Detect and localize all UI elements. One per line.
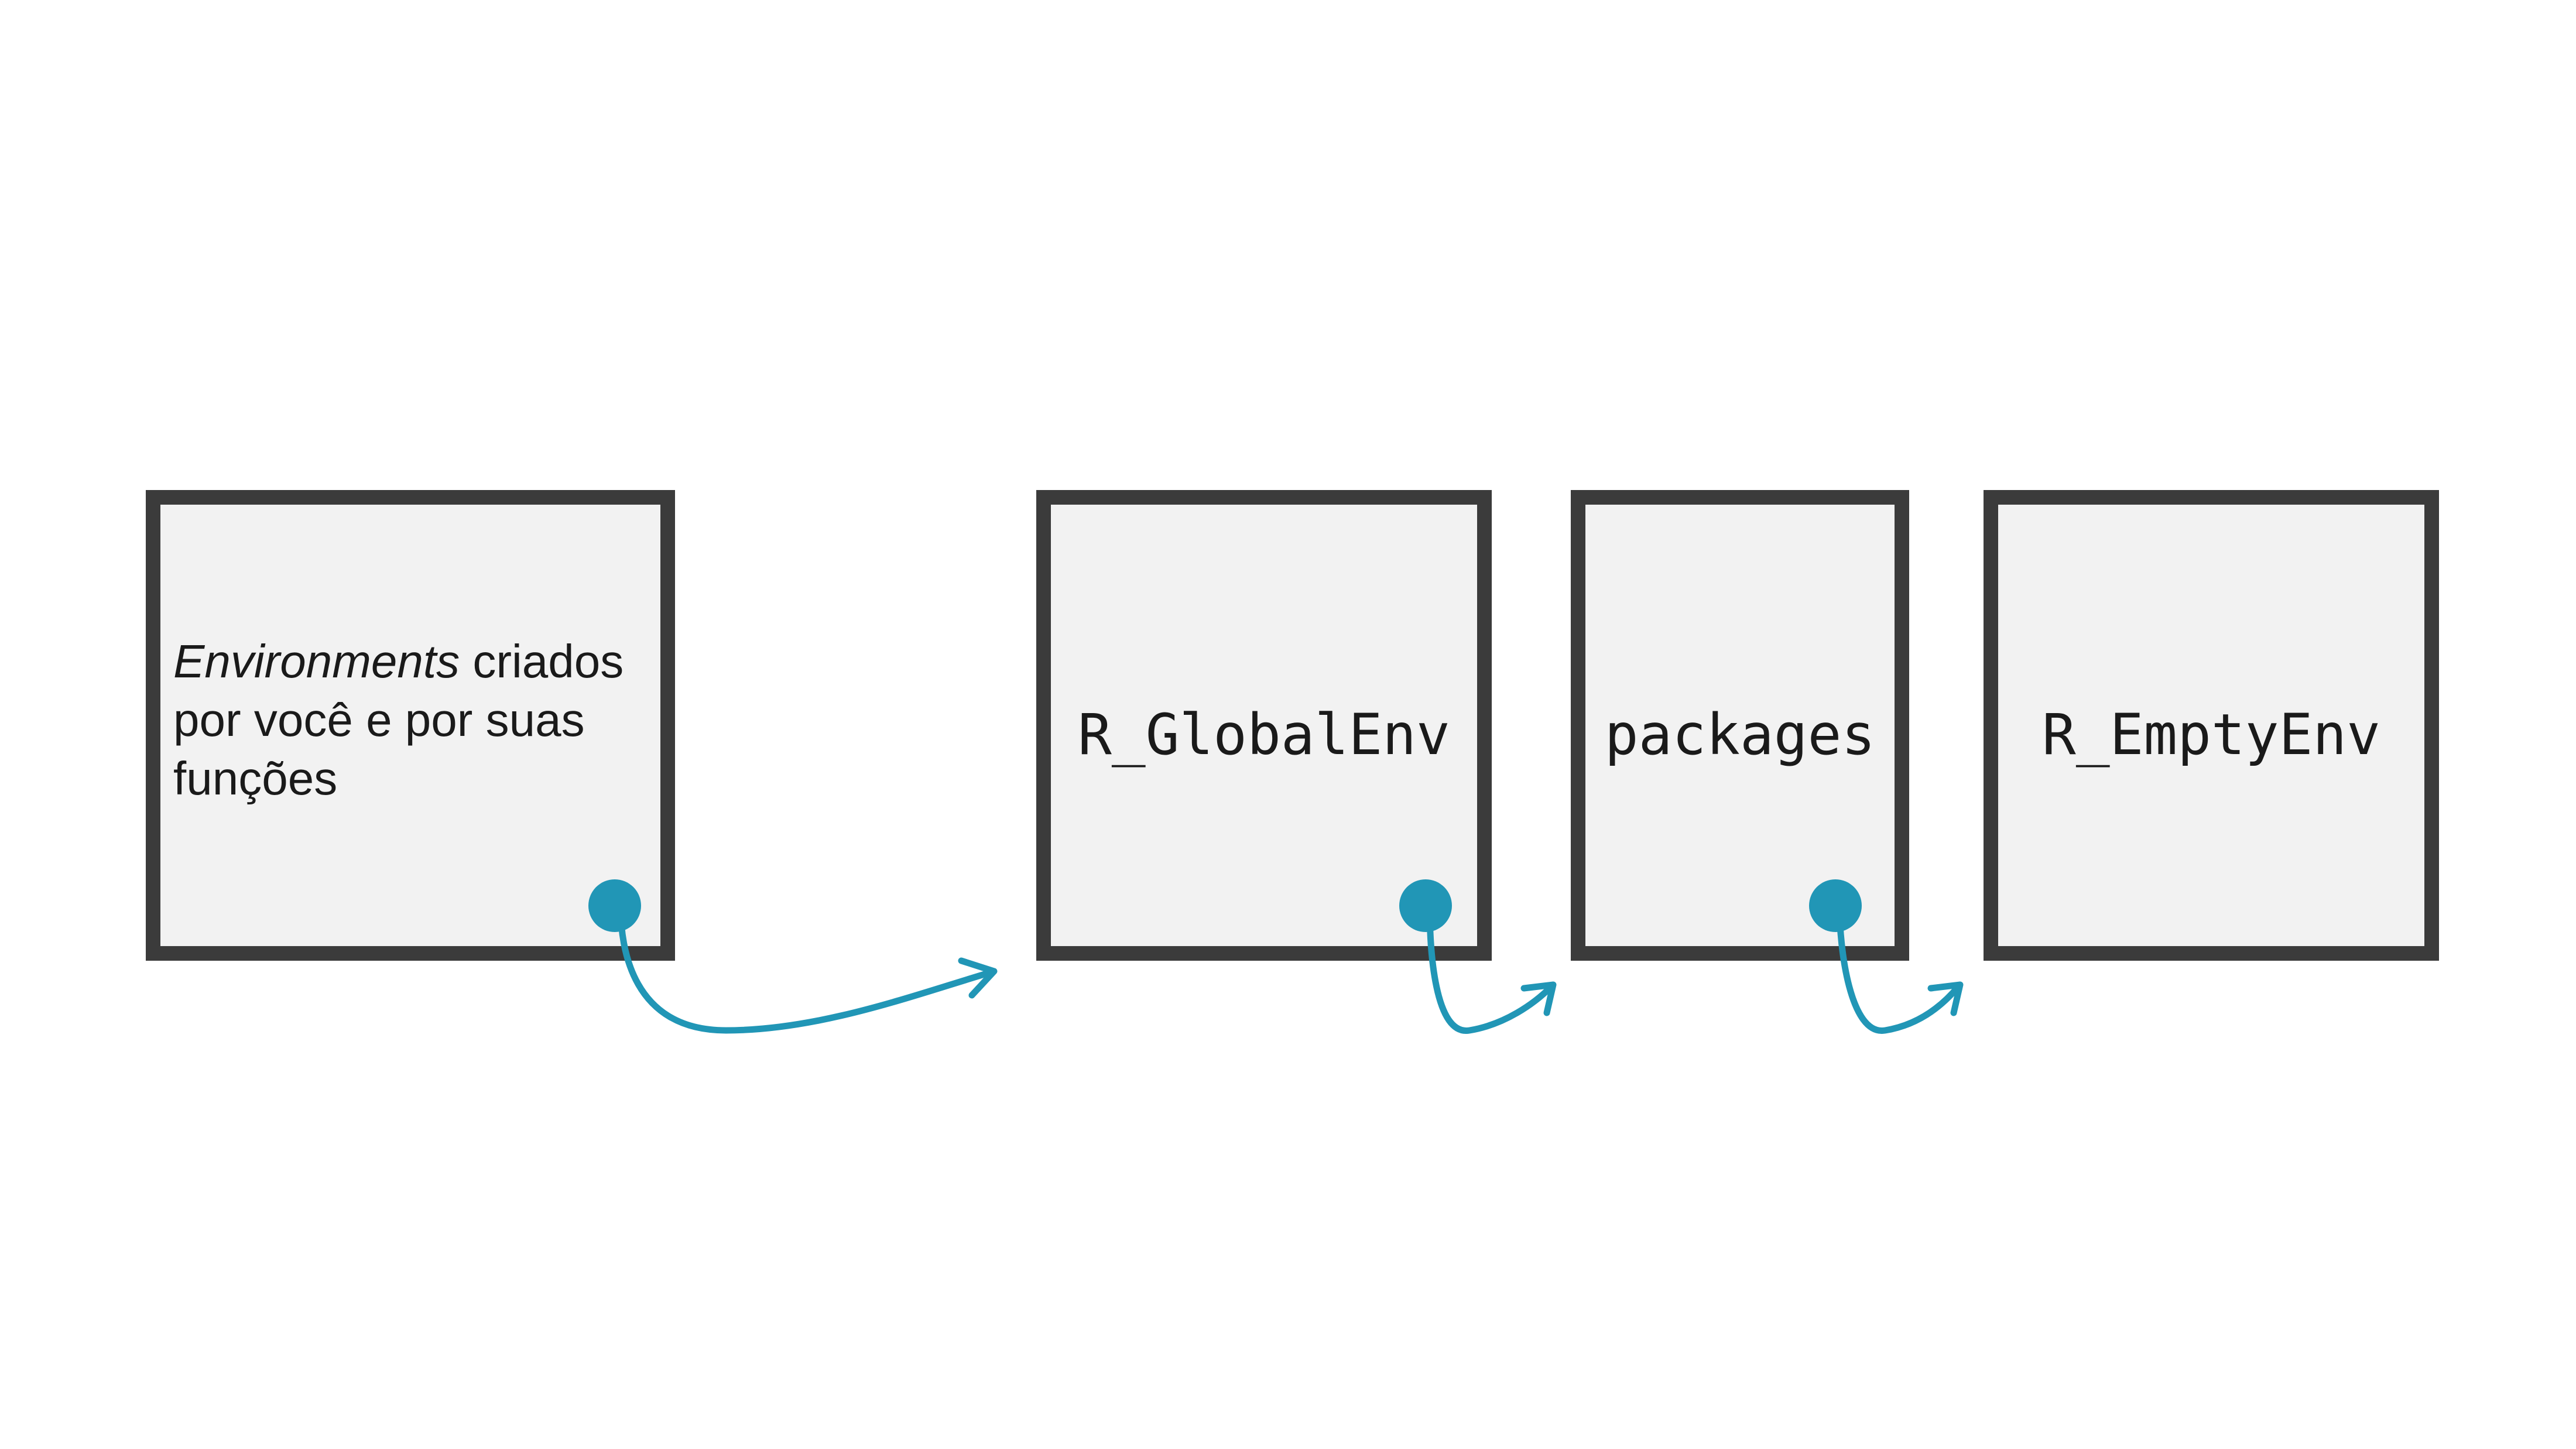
connector-packages-to-empty-arrowhead-icon	[1927, 981, 1964, 1016]
env-box-empty	[1984, 490, 2439, 961]
env-box-empty-label: R_EmptyEnv	[2042, 702, 2380, 768]
env-box-user-label: Environments criados por você e por suas…	[173, 632, 665, 808]
env-box-packages-label: packages	[1604, 702, 1876, 768]
env-box-user-label-italic: Environments	[173, 635, 460, 687]
connector-global-to-packages-arrowhead-icon	[1520, 981, 1557, 1016]
env-box-user	[146, 490, 675, 961]
connector-user-to-global-path	[617, 902, 996, 1034]
connector-user-to-global-arrowhead-icon	[958, 957, 998, 999]
env-box-global-label: R_GlobalEnv	[1078, 702, 1450, 768]
env-box-user-label-rest: criados por você e por suas funções	[173, 635, 624, 804]
